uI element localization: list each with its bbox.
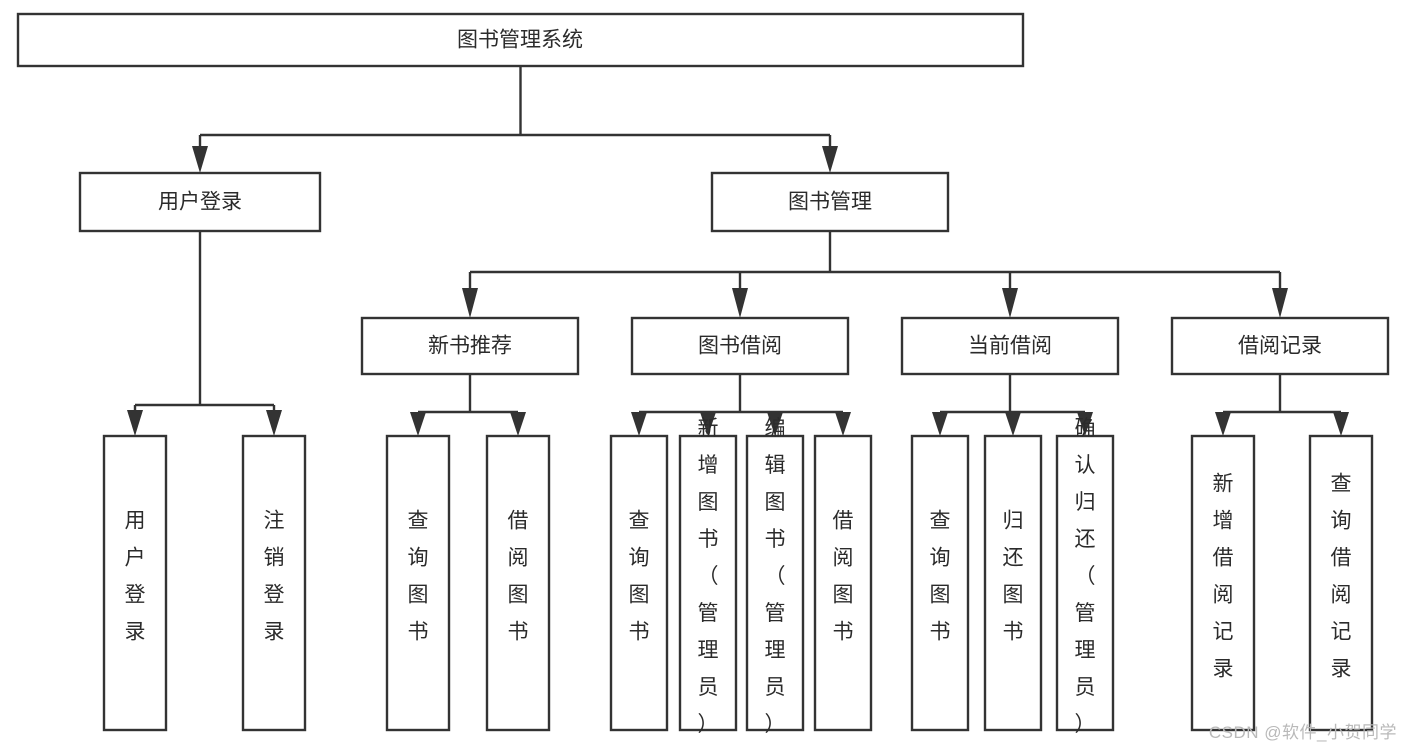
node-user-login-box[interactable] xyxy=(78,171,322,233)
node-leaf-query-book-rec[interactable]: 查询图书 xyxy=(385,434,451,732)
node-leaf-borrow-book-rec-label: 借阅图书 xyxy=(508,510,529,644)
node-leaf-query-book-rec-box[interactable] xyxy=(385,434,451,732)
node-book-manage-box[interactable] xyxy=(710,171,950,233)
node-book-borrow[interactable]: 图书借阅 xyxy=(630,316,850,376)
node-leaf-query-book-rec-label: 查询图书 xyxy=(408,510,429,644)
edge-newbookrec-to-bus xyxy=(410,374,526,436)
node-leaf-query-book-borrow-box[interactable] xyxy=(609,434,669,732)
node-leaf-query-record-box[interactable] xyxy=(1308,434,1374,732)
node-leaf-query-book-cur[interactable]: 查询图书 xyxy=(910,434,970,732)
node-root[interactable]: 图书管理系统 xyxy=(16,12,1025,68)
edge-bookmanage-new-book-rec xyxy=(462,272,478,318)
node-leaf-add-book-label: 新增图书（管理员） xyxy=(698,417,719,736)
node-leaf-query-record-label: 查询借阅记录 xyxy=(1331,473,1352,681)
node-leaf-borrow-book-box[interactable] xyxy=(813,434,873,732)
edge-userlogin-to-bus xyxy=(127,231,282,436)
node-leaf-add-book[interactable]: 新增图书（管理员） xyxy=(678,417,738,736)
node-leaf-query-record[interactable]: 查询借阅记录 xyxy=(1308,434,1374,732)
node-leaf-confirm-return-box[interactable] xyxy=(1055,434,1115,732)
node-leaf-add-record[interactable]: 新增借阅记录 xyxy=(1190,434,1256,732)
node-root-label: 图书管理系统 xyxy=(457,29,583,52)
node-leaf-query-book-cur-label: 查询图书 xyxy=(930,510,951,644)
edge-currentborrow-to-bus xyxy=(932,374,1093,436)
node-leaf-query-book-borrow[interactable]: 查询图书 xyxy=(609,434,669,732)
node-book-manage-label: 图书管理 xyxy=(788,191,872,214)
node-leaf-query-book-cur-box[interactable] xyxy=(910,434,970,732)
node-current-borrow-box[interactable] xyxy=(900,316,1120,376)
node-new-book-rec-box[interactable] xyxy=(360,316,580,376)
node-leaf-confirm-return[interactable]: 确认归还（管理员） xyxy=(1055,417,1115,736)
edge-bookmanage-borrow-record xyxy=(1272,272,1288,318)
node-leaf-edit-book-box[interactable] xyxy=(745,434,805,732)
edge-bookmanage-current-borrow xyxy=(1002,272,1018,318)
node-leaf-add-record-label: 新增借阅记录 xyxy=(1213,473,1234,681)
node-leaf-return-book[interactable]: 归还图书 xyxy=(983,434,1043,732)
edge-root-to-bus xyxy=(200,66,830,137)
node-root-box[interactable] xyxy=(16,12,1025,68)
node-leaf-borrow-book-label: 借阅图书 xyxy=(833,510,854,644)
node-leaf-return-book-label: 归还图书 xyxy=(1003,510,1024,644)
node-borrow-record-label: 借阅记录 xyxy=(1238,335,1322,358)
edge-bookmanage-book-borrow xyxy=(732,272,748,318)
node-leaf-user-logout[interactable]: 注销登录 xyxy=(241,434,307,732)
node-user-login-label: 用户登录 xyxy=(158,191,242,214)
node-book-borrow-label: 图书借阅 xyxy=(698,335,782,358)
node-book-manage[interactable]: 图书管理 xyxy=(710,171,950,233)
node-leaf-add-record-box[interactable] xyxy=(1190,434,1256,732)
leaf-node-layer: 用户登录 注销登录 查询图书 借阅图书 查询图书 新增图书（管理员） 编辑图书（管理员） 借阅… xyxy=(102,417,1374,736)
node-leaf-user-login-label: 用户登录 xyxy=(125,510,146,644)
node-book-borrow-box[interactable] xyxy=(630,316,850,376)
node-new-book-rec-label: 新书推荐 xyxy=(428,335,512,358)
node-current-borrow[interactable]: 当前借阅 xyxy=(900,316,1120,376)
node-leaf-edit-book-label: 编辑图书（管理员） xyxy=(765,417,786,736)
node-leaf-return-book-box[interactable] xyxy=(983,434,1043,732)
node-leaf-borrow-book-rec[interactable]: 借阅图书 xyxy=(485,434,551,732)
node-leaf-user-logout-label: 注销登录 xyxy=(264,510,285,644)
node-user-login[interactable]: 用户登录 xyxy=(78,171,322,233)
edge-borrowrecord-to-bus xyxy=(1215,374,1349,436)
edge-bookmanage-to-bus xyxy=(470,231,1280,274)
node-leaf-query-book-borrow-label: 查询图书 xyxy=(629,510,650,644)
node-leaf-borrow-book[interactable]: 借阅图书 xyxy=(813,434,873,732)
node-leaf-user-login-box[interactable] xyxy=(102,434,168,732)
node-leaf-confirm-return-label: 确认归还（管理员） xyxy=(1075,417,1096,736)
node-borrow-record-box[interactable] xyxy=(1170,316,1390,376)
edge-root-book-manage xyxy=(822,135,838,173)
node-leaf-borrow-book-rec-box[interactable] xyxy=(485,434,551,732)
node-leaf-edit-book[interactable]: 编辑图书（管理员） xyxy=(745,417,805,736)
node-new-book-rec[interactable]: 新书推荐 xyxy=(360,316,580,376)
node-current-borrow-label: 当前借阅 xyxy=(968,335,1052,358)
node-leaf-user-login[interactable]: 用户登录 xyxy=(102,434,168,732)
connector-layer xyxy=(127,66,1349,436)
edge-root-user-login xyxy=(192,135,208,173)
edge-bookborrow-to-bus xyxy=(631,374,851,436)
node-leaf-user-logout-box[interactable] xyxy=(241,434,307,732)
node-borrow-record[interactable]: 借阅记录 xyxy=(1170,316,1390,376)
node-leaf-add-book-box[interactable] xyxy=(678,434,738,732)
